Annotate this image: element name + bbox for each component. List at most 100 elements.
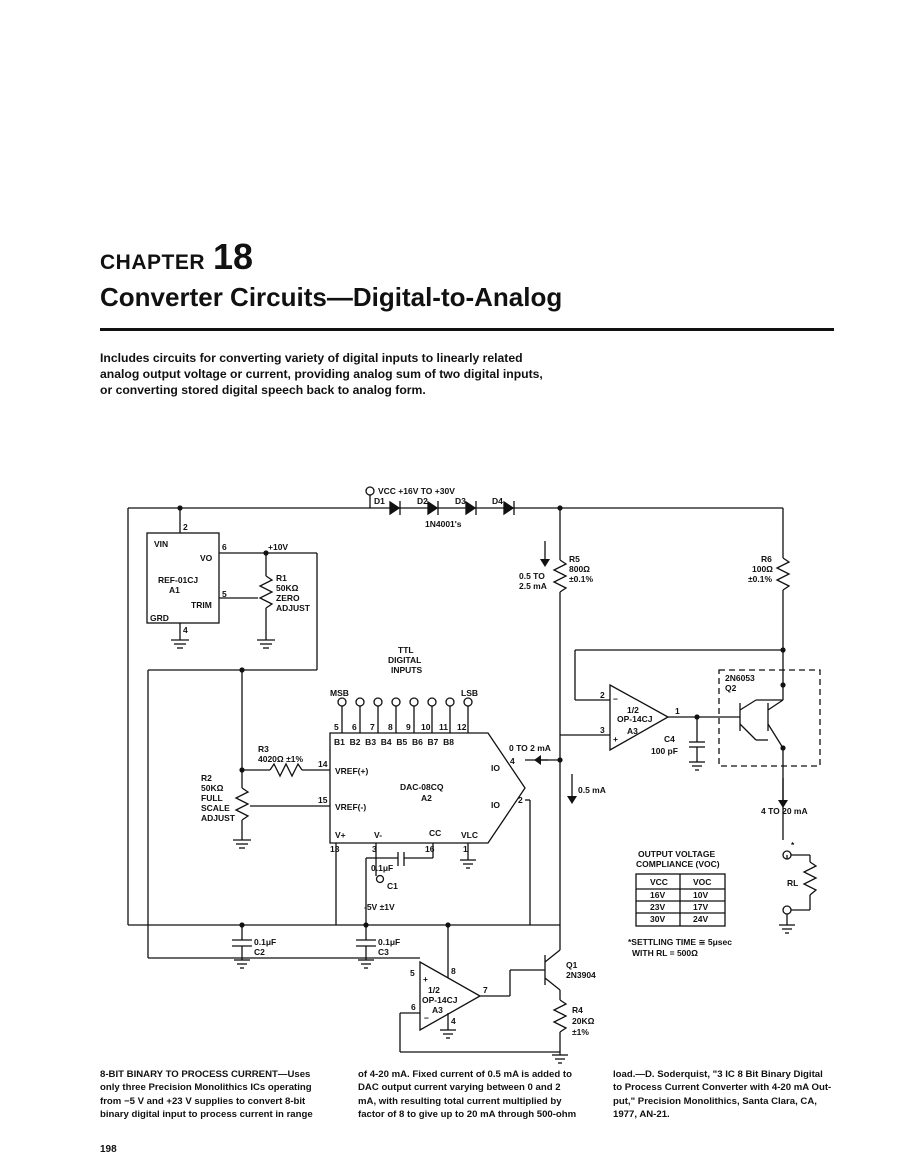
r3-label: 4020Ω ±1% [258, 754, 303, 764]
caption-line: factor of 8 to give up to 20 mA through … [358, 1108, 577, 1120]
caption-column-2: of 4-20 mA. Fixed current of 0.5 mA is a… [358, 1068, 576, 1121]
r3-label: R3 [258, 744, 269, 754]
ref-pin-label: 2 [183, 522, 188, 532]
chapter-word: CHAPTER [100, 251, 206, 274]
output-current-label: 0 TO 2 mA [509, 743, 551, 753]
ref-vin-label: VIN [154, 539, 168, 549]
opamp-bottom-label: 1/2 [428, 985, 440, 995]
opamp-minus-sign: − [613, 694, 618, 704]
dac-vref-neg-label: VREF(-) [335, 802, 366, 812]
ttl-label: DIGITAL [388, 655, 421, 665]
dac-pin-label: 6 [352, 722, 357, 732]
compliance-cell: 17V [693, 902, 708, 912]
r4-label: ±1% [572, 1027, 589, 1037]
r5-current-label: 0.5 TO [519, 571, 545, 581]
caption-line: only three Precision Monolithics ICs ope… [100, 1082, 312, 1094]
compliance-cell: 23V [650, 902, 665, 912]
caption-line: 1977, AN-21. [613, 1108, 670, 1120]
q1-label: 2N3904 [566, 970, 596, 980]
ttl-label: TTL [398, 645, 414, 655]
intro-line: analog output voltage or current, provid… [100, 367, 543, 381]
intro-line: Includes circuits for converting variety… [100, 351, 523, 365]
dac-pin-label: 11 [439, 722, 448, 732]
c1-label: C1 [387, 881, 398, 891]
lsb-label: LSB [461, 688, 478, 698]
opamp-bottom-pin: 7 [483, 985, 488, 995]
c4-label: C4 [664, 734, 675, 744]
ref-pin-label: 5 [222, 589, 227, 599]
r5-label: 800Ω [569, 564, 590, 574]
q2-label: 2N6053 [725, 673, 755, 683]
diode-label: D3 [455, 496, 466, 506]
caption-line: 8-BIT BINARY TO PROCESS CURRENT—Uses [100, 1069, 311, 1080]
opamp-plus-sign: + [423, 974, 428, 984]
r2-label: FULL [201, 793, 223, 803]
r5-current-label: 2.5 mA [519, 581, 547, 591]
opamp-bottom-pin: 5 [410, 968, 415, 978]
ref-designator: A1 [169, 585, 180, 595]
r1-label: ZERO [276, 593, 300, 603]
fixed-current-label: 0.5 mA [578, 785, 606, 795]
caption-column-3: load.—D. Soderquist, "3 IC 8 Bit Binary … [613, 1068, 831, 1121]
r4-label: R4 [572, 1005, 583, 1015]
compliance-cell: 10V [693, 890, 708, 900]
ref-pin-label: 6 [222, 542, 227, 552]
r1-label: 50KΩ [276, 583, 299, 593]
rl-marker: * [791, 840, 795, 850]
caption-line: DAC output current varying between 0 and… [358, 1082, 561, 1094]
dac-bits-label: B1 B2 B3 B4 B5 B6 B7 B8 [334, 737, 454, 747]
dac-pin-label: 1 [463, 844, 468, 854]
intro-line: or converting stored digital speech back… [100, 383, 426, 397]
compliance-title: OUTPUT VOLTAGE [638, 849, 715, 859]
c1-label: 0.1μF [371, 863, 393, 873]
r5-label: R5 [569, 554, 580, 564]
opamp-minus-sign: − [424, 1013, 429, 1023]
settling-note: WITH RL = 500Ω [632, 948, 698, 958]
dac-pin-label: 14 [318, 759, 328, 769]
vcc-label: VCC +16V TO +30V [378, 486, 455, 496]
dac-pin-label: 16 [425, 844, 435, 854]
dac-pin-label: 8 [388, 722, 393, 732]
dac-vref-pos-label: VREF(+) [335, 766, 368, 776]
dac-pin-label: 15 [318, 795, 328, 805]
caption-column-1: 8-BIT BINARY TO PROCESS CURRENT—Uses onl… [100, 1068, 313, 1121]
r2-label: R2 [201, 773, 212, 783]
diode-label: D2 [417, 496, 428, 506]
c3-label: C3 [378, 947, 389, 957]
caption-line: of 4-20 mA. Fixed current of 0.5 mA is a… [358, 1069, 572, 1080]
caption-line: mA, with resulting total current multipl… [358, 1095, 562, 1107]
opamp-top-pin: 1 [675, 706, 680, 716]
ref-trim-label: TRIM [191, 600, 212, 610]
caption-line: binary digital input to process current … [100, 1108, 313, 1120]
msb-label: MSB [330, 688, 349, 698]
diode-label: D4 [492, 496, 503, 506]
c2-label: C2 [254, 947, 265, 957]
r6-label: 100Ω [752, 564, 773, 574]
opamp-bottom-pin: 4 [451, 1016, 456, 1026]
dac-pin-label: 2 [518, 795, 523, 805]
caption-line: to Process Current Converter with 4-20 m… [613, 1082, 832, 1094]
compliance-cell: 16V [650, 890, 665, 900]
opamp-top-pin: 2 [600, 690, 605, 700]
dac-cc-label: CC [429, 828, 441, 838]
dac-io-bar-label: IO [491, 800, 500, 810]
vminus-supply-label: -5V ±1V [364, 902, 395, 912]
r2-label: 50KΩ [201, 783, 224, 793]
compliance-cell: 24V [693, 914, 708, 924]
dac-pin-label: 12 [457, 722, 467, 732]
opamp-top-label: A3 [627, 726, 638, 736]
opamp-top-label: OP-14CJ [617, 714, 653, 724]
caption-line: load.—D. Soderquist, "3 IC 8 Bit Binary … [613, 1069, 823, 1080]
chapter-intro: Includes circuits for converting variety… [100, 350, 600, 398]
ttl-label: INPUTS [391, 665, 423, 675]
q1-label: Q1 [566, 960, 578, 970]
dac-vplus-label: V+ [335, 830, 346, 840]
opamp-top-pin: 3 [600, 725, 605, 735]
loop-current-label: 4 TO 20 mA [761, 806, 808, 816]
compliance-header: VCC [650, 877, 668, 887]
r6-label: R6 [761, 554, 772, 564]
r6-label: ±0.1% [748, 574, 772, 584]
compliance-cell: 30V [650, 914, 665, 924]
r2-label: ADJUST [201, 813, 236, 823]
